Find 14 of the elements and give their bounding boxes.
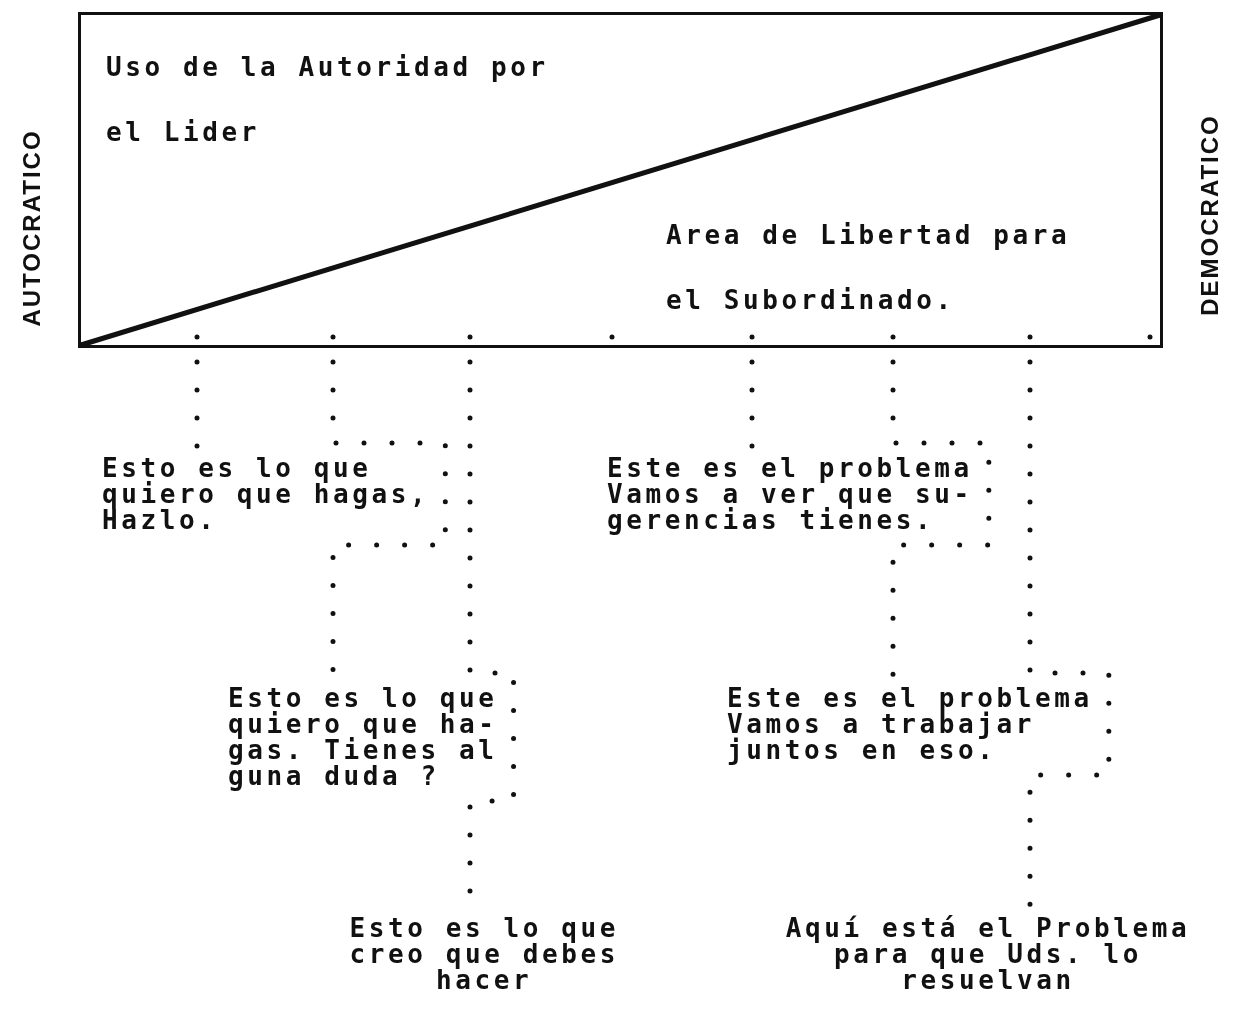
region-label: Area de Libertad para el Subordinado. <box>666 219 1072 317</box>
statement-text: Aquí está el Problema para que Uds. lo resuelvan <box>772 915 1204 993</box>
leader-line <box>1027 359 1112 910</box>
region-label: Uso de la Autoridad por el Lider <box>106 51 550 149</box>
axis-label: AUTOCRATICO <box>18 129 46 327</box>
statement-text: Esto es lo que quiero que ha- gas. Tienes al guna duda ? <box>228 685 507 789</box>
leader-line <box>749 359 755 450</box>
statement-text: Esto es lo que quiero que hagas, Hazlo. <box>102 455 438 533</box>
statement-text: Este es el problema Vamos a trabajar juntos en eso. <box>727 685 1102 763</box>
leader-line <box>194 359 200 450</box>
axis-label: DEMOCRATICO <box>1196 114 1224 316</box>
leader-line <box>890 359 992 680</box>
statement-text: Esto es lo que creo que debes hacer <box>345 915 624 993</box>
statement-text: Este es el problema Vamos a ver que su- gerencias tienes. <box>607 455 982 533</box>
